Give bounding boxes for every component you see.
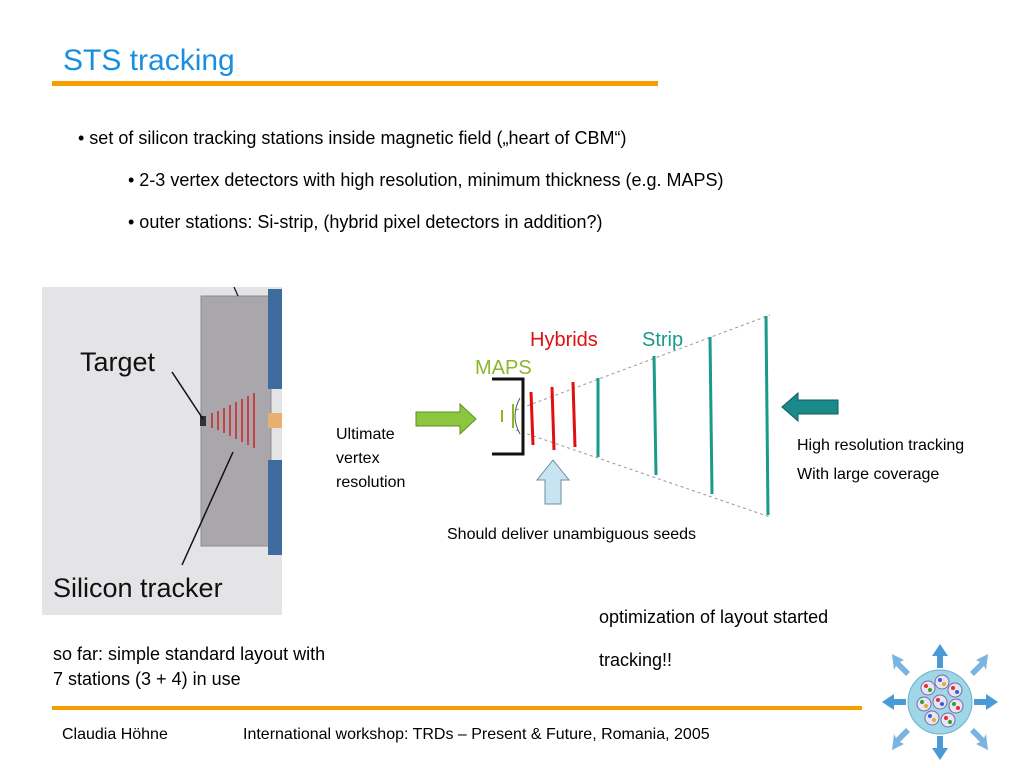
beam-window <box>268 413 282 428</box>
right-text-line-2: With large coverage <box>797 466 939 483</box>
target-marker <box>200 416 206 426</box>
optimization-note: optimization of layout started <box>599 607 829 627</box>
logo-arrows <box>882 644 998 760</box>
up-arrow-icon <box>535 459 571 505</box>
vertex-bracket <box>492 377 525 456</box>
left-text-line-1: Ultimate <box>336 426 395 443</box>
footer-event: International workshop: TRDs – Present &… <box>243 726 710 743</box>
layout-note-line-1: so far: simple standard layout with <box>53 644 326 664</box>
footer-rule <box>52 706 862 710</box>
left-text-line-2: vertex <box>336 450 380 467</box>
strip-label: Strip <box>642 329 683 351</box>
maps-label: MAPS <box>475 357 532 379</box>
target-pointer <box>171 371 204 420</box>
seeds-caption: Should deliver unambiguous seeds <box>447 526 696 543</box>
acceptance-cone-lower <box>515 429 771 518</box>
logo-nucleons <box>916 674 964 728</box>
tracker-pointer <box>181 451 234 566</box>
layout-note: so far: simple standard layout with 7 st… <box>53 642 325 692</box>
left-text-line-3: resolution <box>336 474 405 491</box>
layout-note-line-2: 7 stations (3 + 4) in use <box>53 669 241 689</box>
footer-author: Claudia Höhne <box>62 726 168 743</box>
right-arrow-icon <box>415 402 477 436</box>
bullet-outer-stations: • outer stations: Si-strip, (hybrid pixe… <box>128 212 603 232</box>
hybrid-stations <box>529 381 577 451</box>
right-text-line-1: High resolution tracking <box>797 437 964 454</box>
slide-title: STS tracking <box>63 44 235 77</box>
strip-stations <box>596 315 770 516</box>
hybrids-label: Hybrids <box>530 329 598 351</box>
title-underline <box>52 81 658 86</box>
bullet-silicon-stations: • set of silicon tracking stations insid… <box>78 128 627 148</box>
tracking-note: tracking!! <box>599 650 673 670</box>
target-label: Target <box>80 347 156 377</box>
silicon-tracker-stations <box>211 393 255 448</box>
cbm-logo <box>882 644 998 760</box>
left-arrow-icon <box>781 391 839 423</box>
bullet-vertex-detectors: • 2-3 vertex detectors with high resolut… <box>128 170 724 190</box>
beam-pipe-lower <box>268 460 282 555</box>
beam-pipe-upper <box>268 289 282 389</box>
maps-stations <box>501 404 514 428</box>
silicon-tracker-label: Silicon tracker <box>53 573 223 603</box>
